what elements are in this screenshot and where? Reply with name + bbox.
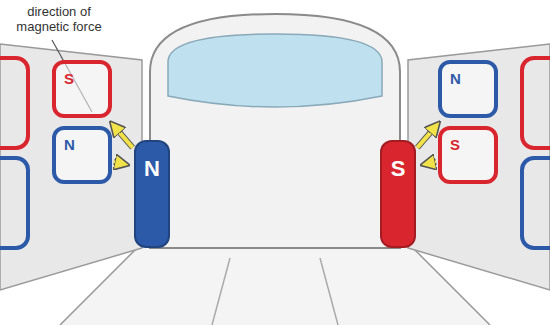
force-arrow [114,162,123,164]
pole-letter: N [64,136,75,153]
arrow-outline [417,126,435,147]
train-magnet: N [134,140,170,248]
force-arrow [114,126,132,147]
pole-letter: N [450,70,461,87]
force-arrow [417,126,435,147]
pole-letter: S [450,136,460,153]
pole-letter: N [144,156,160,182]
arrow-shaft [114,126,132,147]
arrow-shaft [114,162,123,164]
train-window [168,34,382,107]
floor-line [320,258,338,325]
guideway-coil: N [438,60,498,118]
guideway-coil: N [52,126,112,184]
guideway-wall [0,44,142,290]
guideway-coil [522,158,550,248]
guideway-coil: S [52,60,112,118]
guideway-coil [0,158,28,248]
guideway-wall [408,44,550,290]
train-magnet: S [380,140,416,248]
arrow-outline [427,162,436,164]
force-arrow [427,162,436,164]
guideway-coil [522,58,550,148]
pole-letter: S [391,156,406,182]
arrow-outline [114,126,132,147]
guideway-coil [0,58,28,148]
floor [60,245,490,325]
train-body [150,14,400,248]
arrow-outline [114,162,123,164]
arrow-shaft [427,162,436,164]
arrow-shaft [417,126,435,147]
floor-line [212,258,230,325]
pole-letter: S [64,70,74,87]
guideway-coil: S [438,126,498,184]
callout-label: direction of magnetic force [4,4,114,34]
